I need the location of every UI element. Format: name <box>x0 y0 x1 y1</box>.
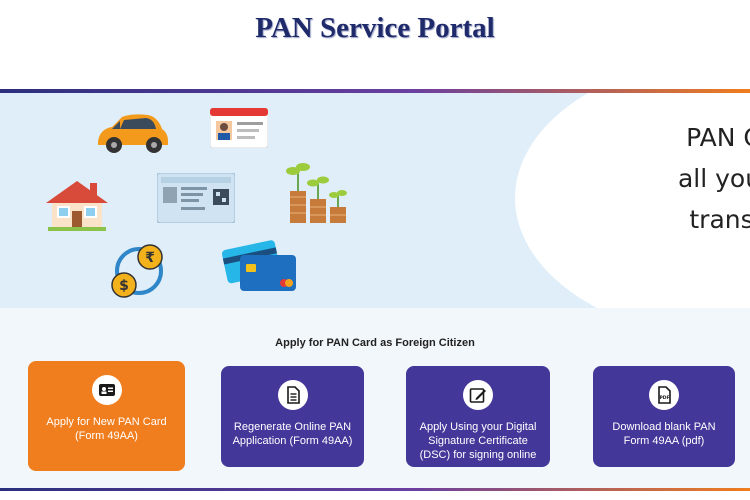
signature-icon <box>463 380 493 410</box>
banner-line: all your finan <box>677 164 750 193</box>
id-card-illustration <box>210 108 268 148</box>
site-header: PAN Service Portal <box>0 0 750 90</box>
hero-banner: ₹ $ PAN Card fo all your finan transacti… <box>0 93 750 308</box>
banner-line: transaction <box>689 205 750 234</box>
svg-text:$: $ <box>119 278 129 294</box>
credit-cards-illustration <box>221 240 296 291</box>
car-illustration <box>98 114 168 153</box>
id-card-icon <box>91 375 122 405</box>
pdf-icon: PDF <box>649 380 679 410</box>
footer-divider <box>0 488 750 491</box>
banner-cloud-shape <box>515 93 750 308</box>
svg-text:₹: ₹ <box>145 250 155 266</box>
banner-tagline: PAN Card fo all your finan transaction <box>560 117 750 240</box>
card-label: Apply Using your Digital Signature Certi… <box>419 421 537 461</box>
pan-card-illustration <box>157 173 235 223</box>
card-label: Regenerate Online PAN Application (Form … <box>232 421 353 447</box>
banner-line: PAN Card fo <box>686 123 750 152</box>
card-label: Download blank PAN Form 49AA (pdf) <box>612 421 716 447</box>
document-icon <box>277 380 308 410</box>
house-illustration <box>46 181 108 231</box>
section-title: Apply for PAN Card as Foreign Citizen <box>275 337 475 349</box>
card-label: Apply for New PAN Card (Form 49AA) <box>46 416 167 442</box>
header-divider <box>0 89 750 93</box>
svg-text:PDF: PDF <box>659 395 669 401</box>
apply-new-pan-card-button[interactable]: Apply for New PAN Card (Form 49AA) <box>28 361 185 471</box>
coins-growth-illustration <box>286 163 347 223</box>
currency-exchange-illustration: ₹ $ <box>111 244 163 298</box>
foreign-citizen-section: Apply for PAN Card as Foreign Citizen Ap… <box>0 308 750 488</box>
regenerate-online-pan-button[interactable]: Regenerate Online PAN Application (Form … <box>221 366 364 467</box>
download-blank-form-button[interactable]: PDF Download blank PAN Form 49AA (pdf) <box>593 366 735 467</box>
page-title: PAN Service Portal <box>255 12 495 44</box>
apply-using-dsc-button[interactable]: Apply Using your Digital Signature Certi… <box>406 366 550 467</box>
